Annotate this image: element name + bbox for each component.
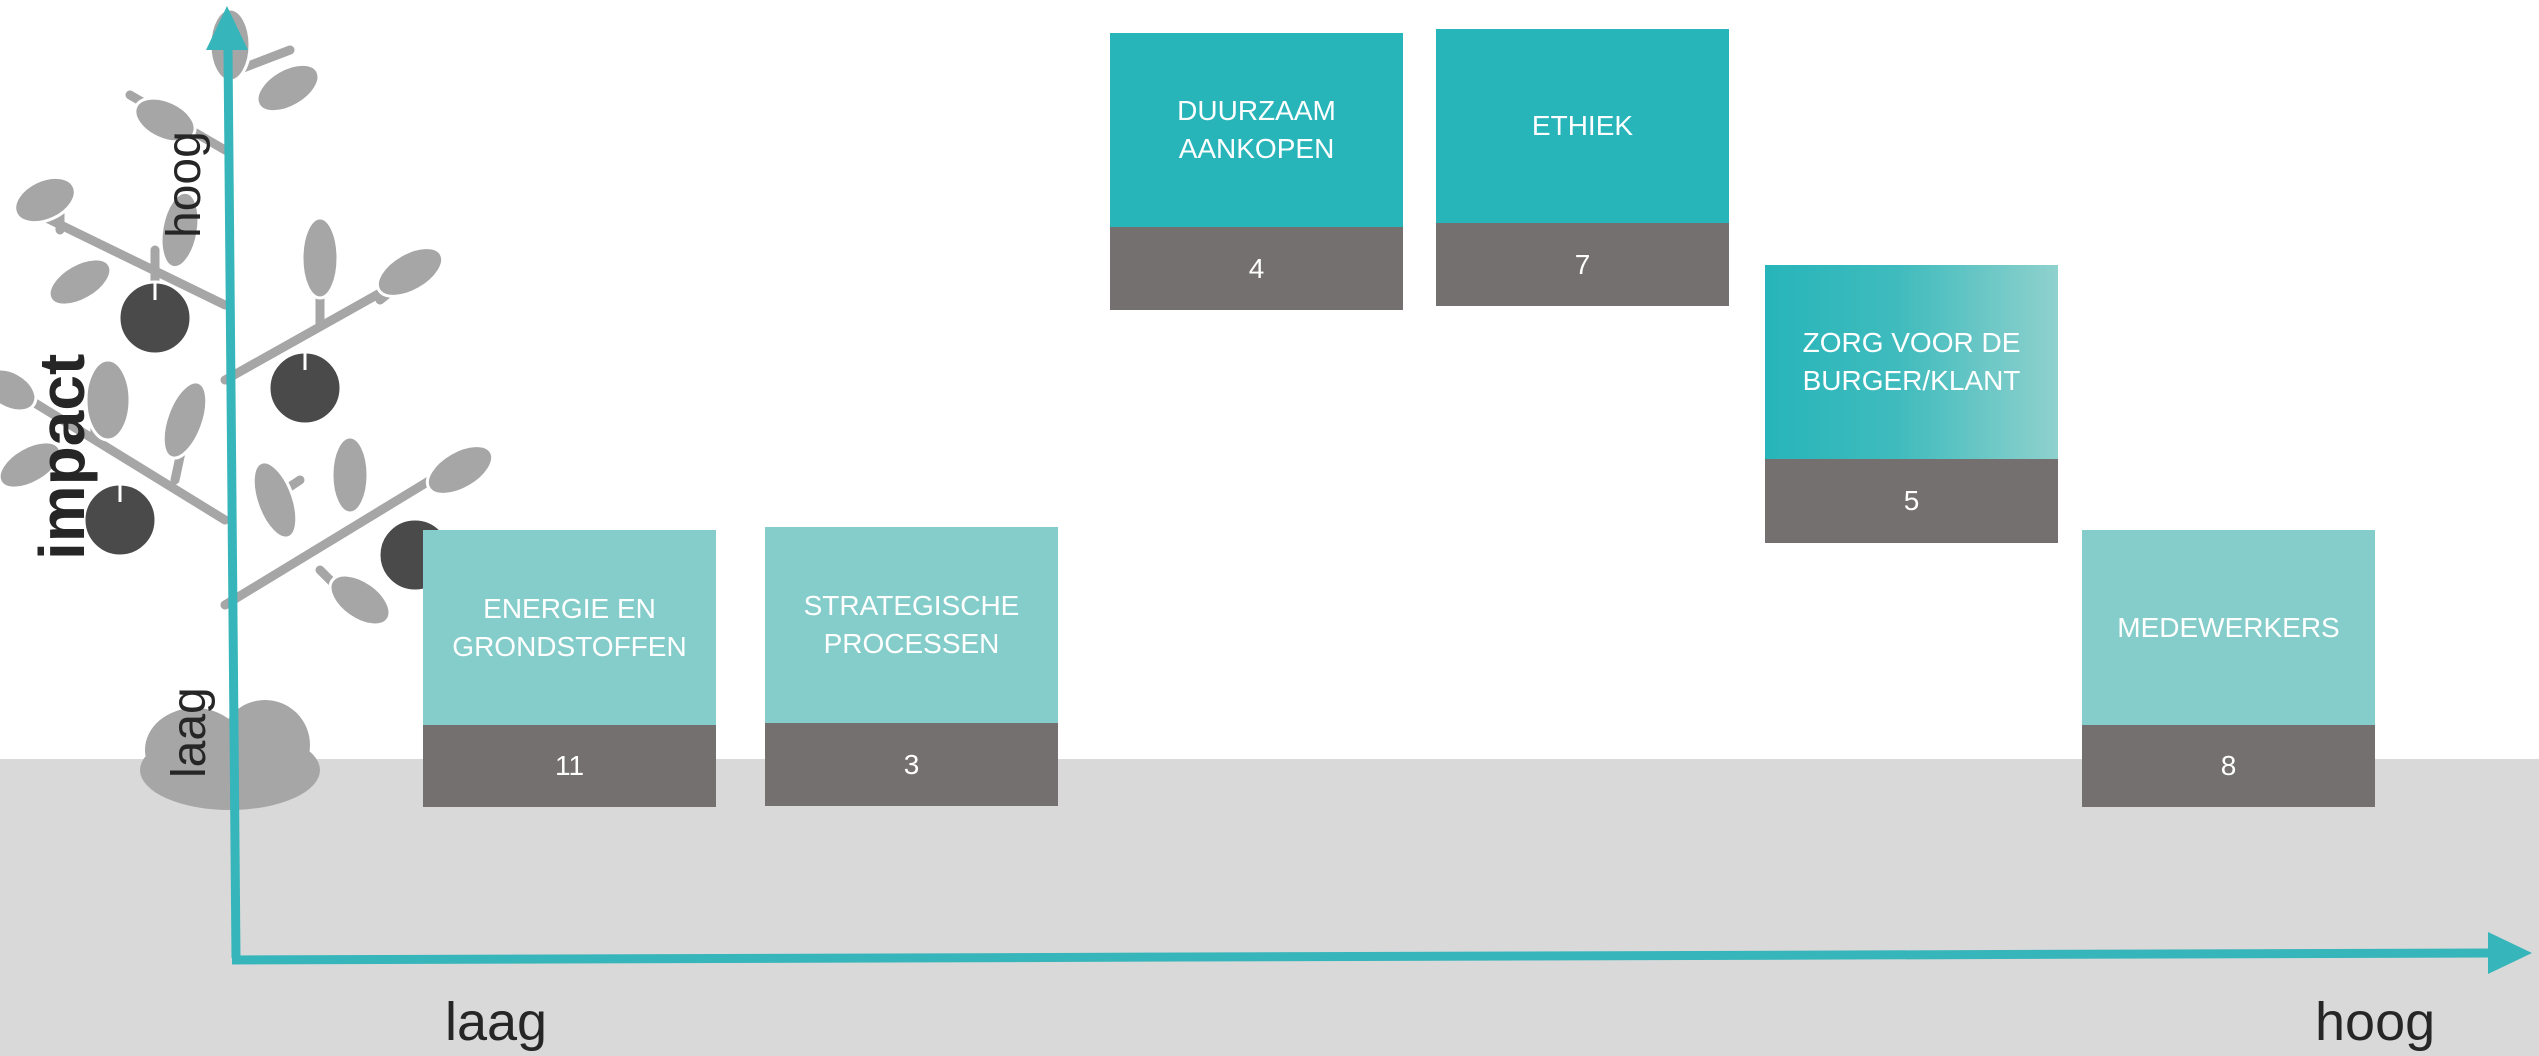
- y-axis-arrow-icon: [206, 6, 248, 50]
- ground-band: [0, 759, 2539, 1056]
- card-title: ETHIEK: [1436, 29, 1729, 223]
- y-axis-line: [206, 6, 248, 959]
- x-axis-arrow-icon: [2488, 932, 2532, 974]
- card-title: ZORG VOOR DE BURGER/KLANT: [1765, 265, 2058, 459]
- card-count: 8: [2082, 725, 2375, 807]
- y-axis-low-label: laag: [163, 687, 216, 778]
- card-strategische: STRATEGISCHE PROCESSEN 3: [765, 527, 1058, 806]
- card-title: ENERGIE EN GRONDSTOFFEN: [423, 530, 716, 725]
- y-axis-title: impact: [26, 353, 98, 560]
- x-axis-low-label: laag: [445, 992, 548, 1052]
- x-axis-line: [231, 932, 2532, 974]
- card-title: STRATEGISCHE PROCESSEN: [765, 527, 1058, 723]
- card-energie: ENERGIE EN GRONDSTOFFEN 11: [423, 530, 716, 807]
- card-zorg: ZORG VOOR DE BURGER/KLANT 5: [1765, 265, 2058, 543]
- card-count: 4: [1110, 227, 1403, 310]
- card-count: 7: [1436, 223, 1729, 306]
- card-medewerkers: MEDEWERKERS 8: [2082, 530, 2375, 807]
- card-title: MEDEWERKERS: [2082, 530, 2375, 725]
- card-count: 3: [765, 723, 1058, 806]
- card-title: DUURZAAM AANKOPEN: [1110, 33, 1403, 227]
- card-ethiek: ETHIEK 7: [1436, 29, 1729, 306]
- y-axis-high-label: hoog: [158, 131, 211, 238]
- tree-illustration: [0, 7, 495, 810]
- x-axis-high-label: hoog: [2315, 992, 2436, 1052]
- card-count: 5: [1765, 459, 2058, 543]
- card-count: 11: [423, 725, 716, 807]
- card-duurzaam: DUURZAAM AANKOPEN 4: [1110, 33, 1403, 310]
